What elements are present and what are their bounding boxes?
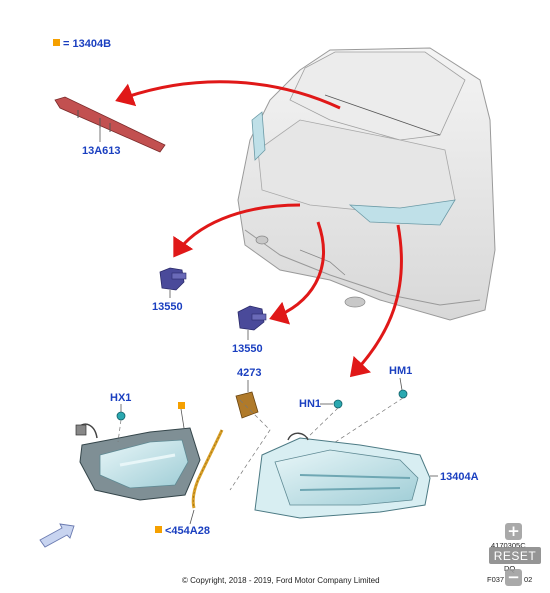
legend-text: = 13404B — [63, 38, 111, 50]
illustration-code-3-left: F037 — [487, 575, 504, 584]
pointer-arrows — [115, 80, 403, 378]
legend: = 13404B — [53, 38, 111, 50]
connector-hm1: HM1 — [389, 365, 412, 399]
callout-13A613: 13A613 — [82, 145, 121, 157]
callout-HM1: HM1 — [389, 365, 412, 377]
lamp-module: 4273 — [235, 367, 261, 419]
callout-454A28: <454A28 — [165, 525, 210, 537]
orange-marker-inner — [178, 402, 185, 409]
view-direction-arrow — [39, 523, 75, 548]
connector-hx1: HX1 — [110, 392, 131, 421]
alignment-lines — [229, 397, 404, 491]
callout-HN1: HN1 — [299, 398, 321, 410]
arrow-to-outer-lamp — [349, 224, 403, 378]
connector-hn1: HN1 — [299, 398, 343, 410]
zoom-out-button[interactable]: − — [505, 568, 522, 586]
illustration-code-2: DQ — [504, 564, 515, 573]
arrow-to-socket-lower — [269, 221, 325, 325]
zoom-in-button[interactable]: + — [505, 522, 522, 540]
bulb-socket-upper: 13550 — [152, 267, 187, 313]
copyright-text: © Copyright, 2018 - 2019, Ford Motor Com… — [182, 576, 380, 585]
zoom-out-icon: − — [507, 568, 520, 586]
callout-13550-upper: 13550 — [152, 301, 183, 313]
callout-4273: 4273 — [237, 367, 261, 379]
zoom-in-icon: + — [507, 522, 520, 540]
bulb-socket-lower: 13550 — [232, 305, 267, 355]
arrow-to-reflector — [115, 80, 341, 110]
orange-marker-seal — [155, 526, 162, 533]
callout-13404A: 13404A — [440, 471, 479, 483]
legend-marker — [53, 39, 60, 46]
illustration-code-3-right: 02 — [524, 575, 532, 584]
high-mount-reflector: 13A613 — [54, 96, 166, 157]
reset-label: RESET — [494, 549, 537, 563]
illustration-code-1: 4170305C — [491, 541, 526, 550]
arrow-to-socket-upper — [173, 203, 301, 258]
callout-HX1: HX1 — [110, 392, 131, 404]
callout-13550-lower: 13550 — [232, 343, 263, 355]
outer-lamp-assembly: 13404A — [254, 432, 479, 519]
vehicle-rear — [237, 47, 496, 321]
reset-button[interactable]: RESET — [489, 547, 541, 564]
seal-strip: <454A28 — [155, 429, 224, 537]
inner-lamp-assembly — [75, 402, 201, 501]
